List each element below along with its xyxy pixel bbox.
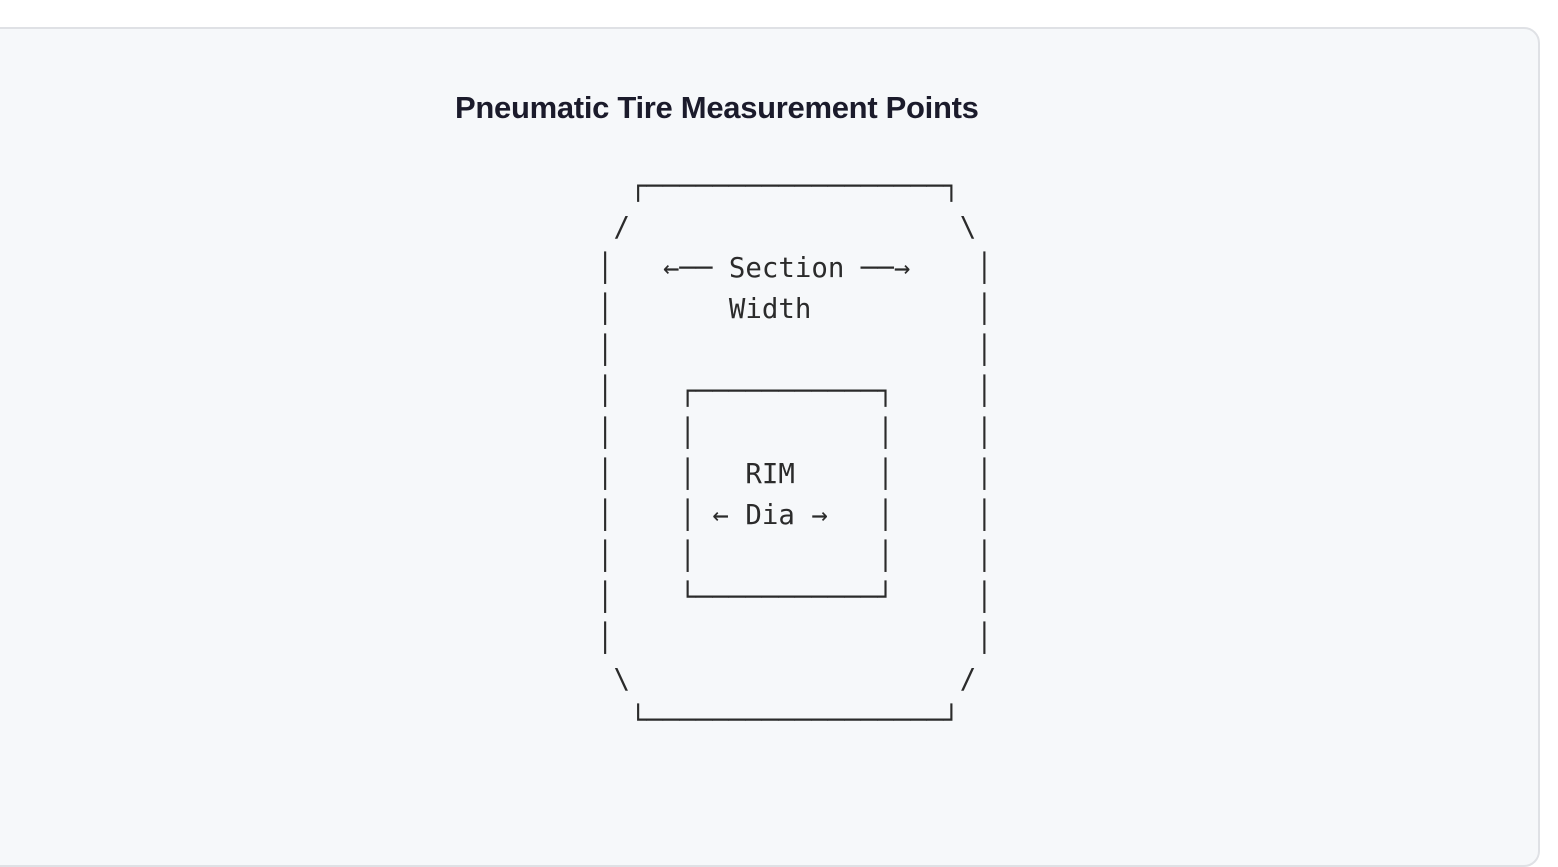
rim-top-line: │ ┌───────────┐ │ [597, 376, 993, 408]
tire-bottom-tread-line: └──────────────────┘ [597, 705, 960, 737]
rim-diameter-label-line: │ │ ← Dia → │ │ [597, 499, 993, 531]
tire-top-tread-line: ┌──────────────────┐ [597, 171, 960, 202]
section-width-label-line: │ ←── Section ──→ │ [597, 253, 993, 285]
diagram-card [0, 27, 1540, 867]
tire-sidewall-line-2: │ │ [597, 623, 993, 655]
tire-ascii-diagram: ┌──────────────────┐ / \ │ ←── Section ──… [597, 166, 993, 741]
rim-label-line: │ │ RIM │ │ [597, 458, 993, 490]
tire-sidewall-line: │ │ [597, 335, 993, 367]
rim-side-line: │ │ │ │ [597, 417, 993, 449]
tire-upper-shoulder-line: / \ [597, 212, 977, 244]
tire-lower-shoulder-line: \ / [597, 664, 977, 696]
rim-bottom-line: │ └───────────┘ │ [597, 581, 993, 613]
rim-side-line-2: │ │ │ │ [597, 540, 993, 572]
diagram-title: Pneumatic Tire Measurement Points [455, 90, 979, 125]
section-width-label-line-2: │ Width │ [597, 294, 993, 326]
